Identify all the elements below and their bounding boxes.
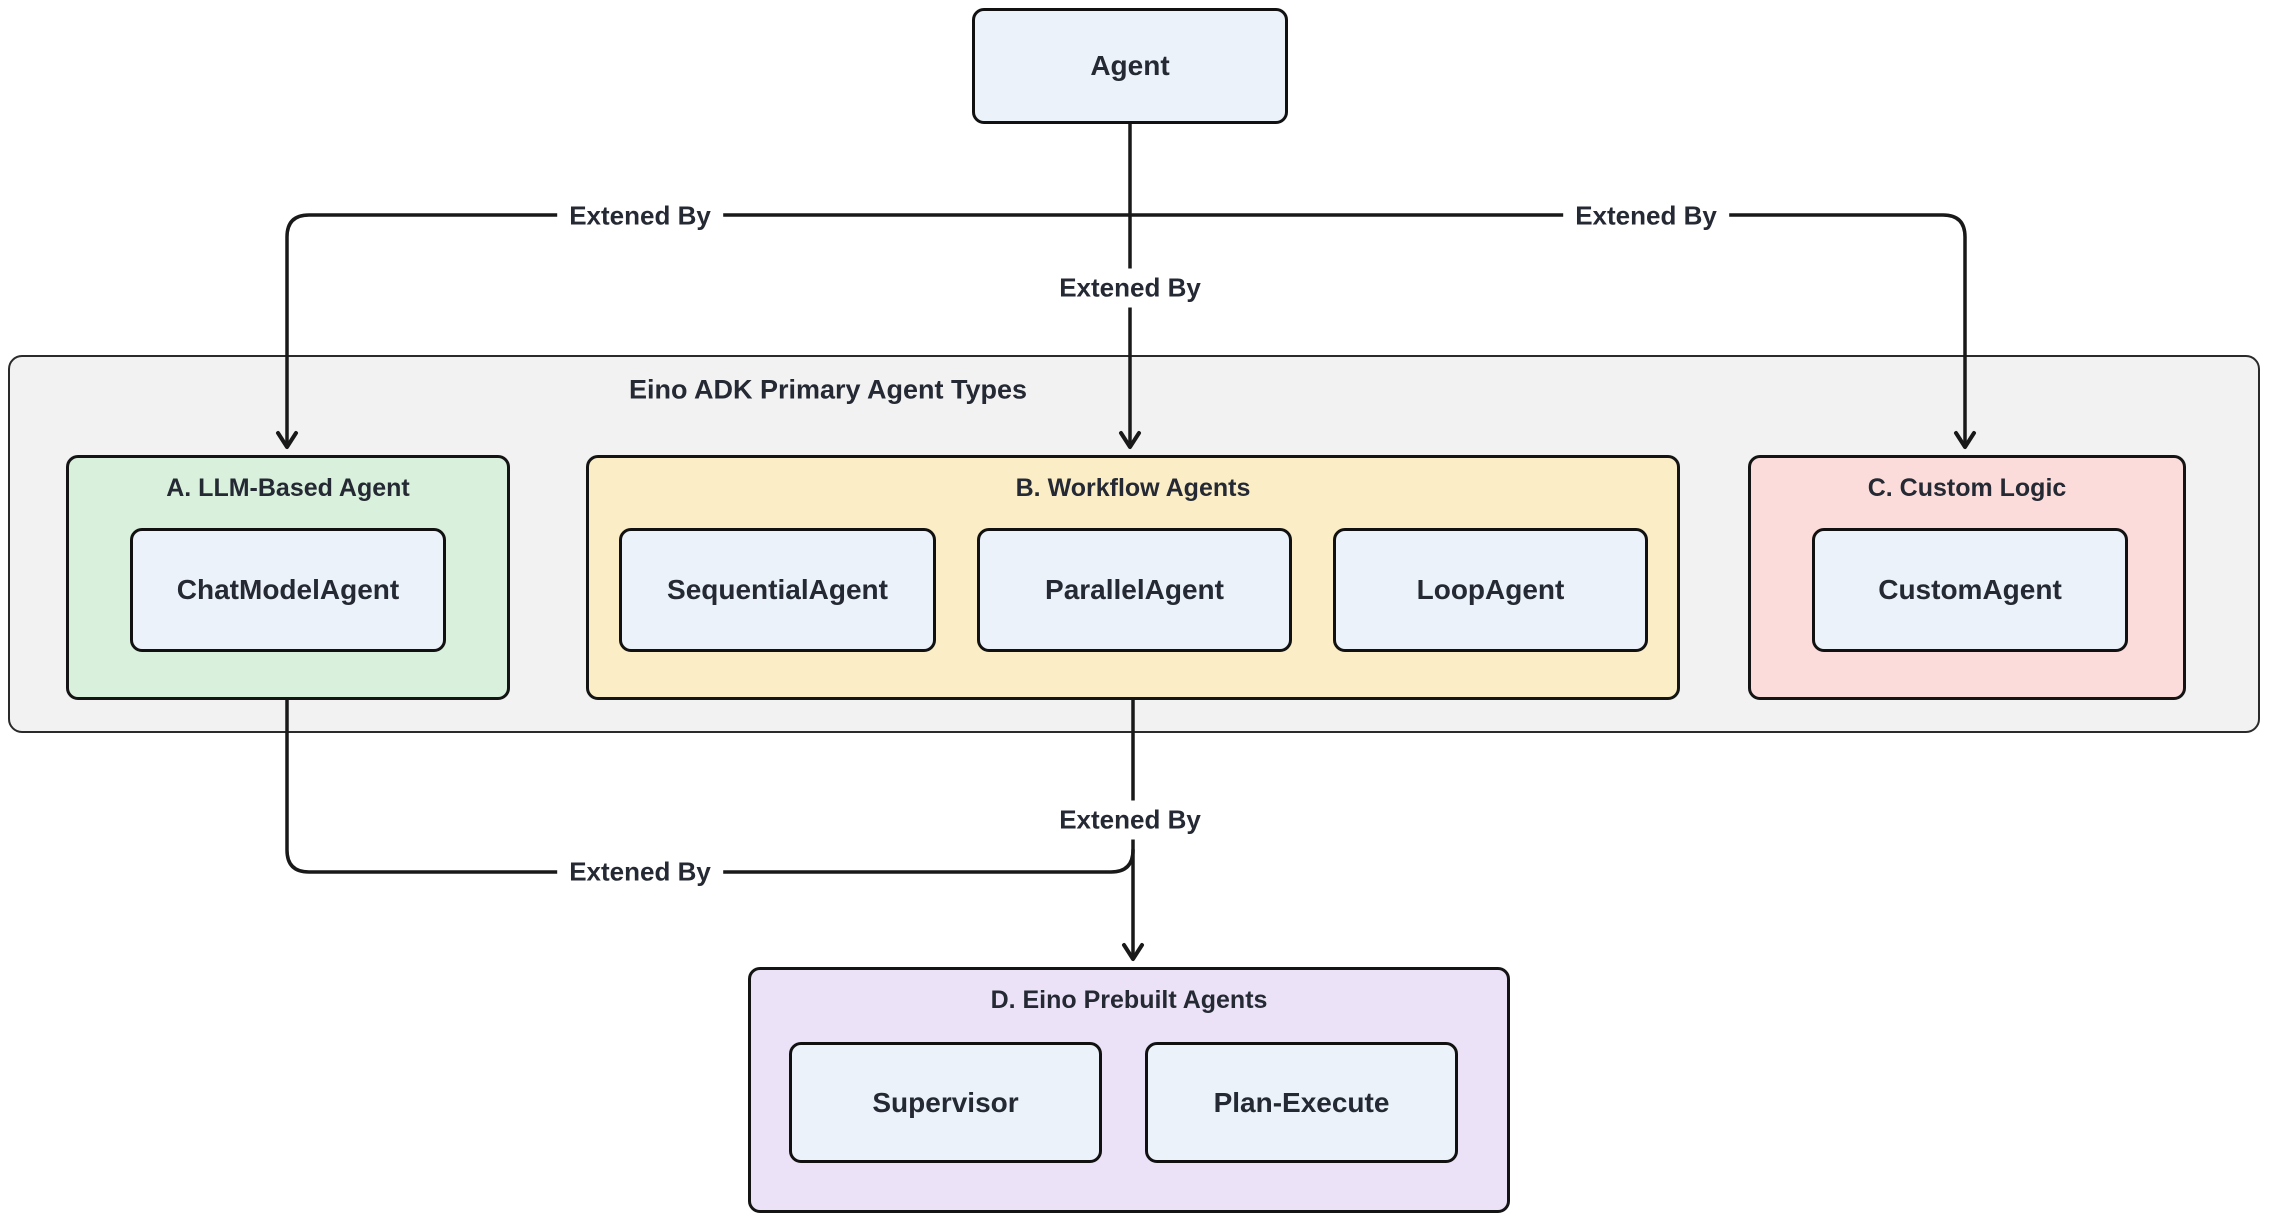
edge-label-agent-to-llm-based: Extened By — [557, 196, 723, 236]
edge-label-agent-to-custom-logic: Extened By — [1563, 196, 1729, 236]
edge-label-workflow-to-prebuilt: Extened By — [1047, 800, 1213, 840]
node-chatmodelagent: ChatModelAgent — [130, 528, 446, 652]
node-sequentialagent: SequentialAgent — [619, 528, 936, 652]
edge-agent-to-llm-based — [276, 213, 1132, 449]
node-loopagent-label: LoopAgent — [1416, 574, 1565, 605]
node-plan-execute: Plan-Execute — [1145, 1042, 1458, 1163]
edge-agent-to-custom-logic — [1130, 213, 1976, 449]
node-supervisor: Supervisor — [789, 1042, 1102, 1163]
node-parallelagent-label: ParallelAgent — [1045, 574, 1224, 605]
group-workflow-agents-title: B. Workflow Agents — [1015, 474, 1251, 502]
node-agent: Agent — [972, 8, 1288, 124]
node-supervisor-label: Supervisor — [872, 1086, 1019, 1118]
edge-label-agent-to-workflow: Extened By — [1047, 268, 1213, 308]
node-parallelagent: ParallelAgent — [977, 528, 1292, 652]
node-customagent-label: CustomAgent — [1878, 574, 2062, 605]
node-loopagent: LoopAgent — [1333, 528, 1648, 652]
group-eino-prebuilt-agents-title: D. Eino Prebuilt Agents — [990, 986, 1268, 1014]
node-chatmodelagent-label: ChatModelAgent — [176, 574, 400, 605]
node-agent-label: Agent — [1090, 50, 1170, 81]
node-sequentialagent-label: SequentialAgent — [667, 574, 888, 605]
group-llm-based-agent-title: A. LLM-Based Agent — [166, 474, 410, 502]
group-custom-logic-title: C. Custom Logic — [1867, 474, 2067, 502]
node-plan-execute-label: Plan-Execute — [1213, 1086, 1390, 1118]
node-customagent: CustomAgent — [1812, 528, 2128, 652]
container-title: Eino ADK Primary Agent Types — [628, 374, 1028, 405]
edge-label-llm-based-to-prebuilt: Extened By — [557, 852, 723, 892]
edge-llm-based-to-prebuilt — [285, 698, 1135, 874]
